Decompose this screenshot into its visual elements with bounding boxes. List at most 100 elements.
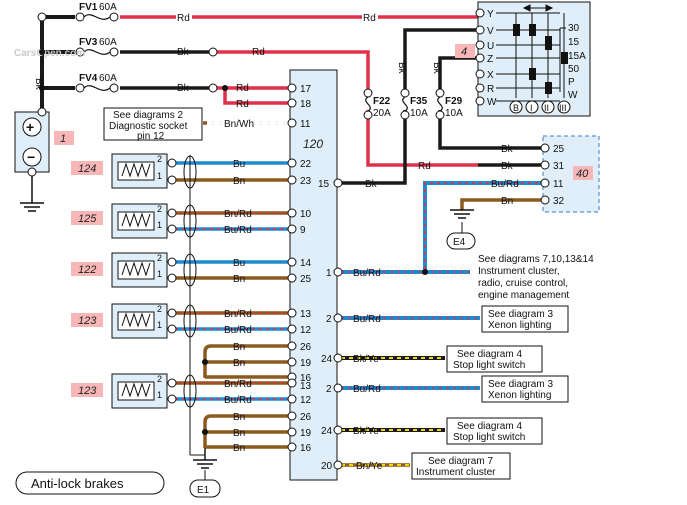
note2-line2: Xenon lighting (488, 320, 551, 331)
mod-pin-24b: 24 (321, 426, 333, 437)
fuse-f22-label: F22 (373, 96, 391, 107)
note3-line2: Stop light switch (453, 360, 525, 371)
ignition-switch: 4 Y V U Z X R W (455, 1, 591, 117)
ign-pos-iii: III (559, 103, 567, 113)
mod-pin-19a: 19 (300, 358, 312, 369)
sensor-124-pin2: 2 (157, 154, 162, 164)
note4-line1: See diagram 3 (488, 379, 553, 390)
wire-label-bk-25: Bk (501, 144, 514, 155)
wire-label-rd-18: Rd (236, 99, 249, 110)
note1-line3: radio, cruise control, (478, 278, 568, 289)
fuse-fv1-label: FV1 (79, 2, 98, 13)
mod-pin-26a: 26 (300, 342, 312, 353)
fuse-fv3-label: FV3 (79, 37, 98, 48)
module-right-pins: 15 1 2 24 2 24 20 (318, 178, 343, 472)
wire-label-bnwh: Bn/Wh (224, 119, 254, 130)
wire-label-bkye-24b: Bk/Ye (353, 426, 379, 437)
conn40-pin-31: 31 (553, 161, 565, 172)
ign-row-x: X (487, 70, 494, 81)
wire-label-bk-battery: Bk (33, 78, 44, 91)
fuse-f22: F22 20A (363, 88, 391, 120)
note-stop-light-b: See diagram 4 Stop light switch (446, 417, 543, 445)
note-xenon-a: See diagram 3 Xenon lighting (481, 305, 569, 333)
fuse-fv1-rating: 60A (99, 2, 117, 13)
ign-pos-b: B (513, 103, 519, 113)
mod-pin-2b: 2 (326, 384, 332, 395)
ignition-switch-ref: 4 (461, 46, 467, 58)
wire-label-bk-f35: Bk (396, 62, 407, 75)
sensor-123-b: 123 2 1 (71, 373, 177, 409)
module-left-pins: 17 18 11 22 23 10 9 14 25 13 12 26 19 16… (287, 83, 312, 454)
fuses: FV1 60A FV3 60A FV4 60A F22 20A (75, 2, 463, 120)
sensor-124-pin1: 1 (157, 171, 162, 181)
wire-label-bkye-24a: Bk/Ye (353, 354, 379, 365)
sensor-123a-pin2: 2 (157, 304, 162, 314)
wire-label-rd-17: Rd (236, 83, 249, 94)
mod-pin-19b: 19 (300, 428, 312, 439)
ign-pin-50: 50 (568, 64, 580, 75)
junction-dots (39, 47, 428, 435)
wire-label-bn-23: Bn (233, 176, 245, 187)
ign-row-v: V (487, 26, 494, 37)
fuse-f35: F35 10A (400, 88, 428, 120)
note4-line2: Xenon lighting (488, 390, 551, 401)
diag-socket-note: See diagrams 2 Diagnostic socket pin 12 (103, 107, 203, 142)
ign-pin-15a: 15A (568, 51, 586, 62)
connector-40: 40 25 31 11 32 (540, 135, 600, 213)
note6-line2: Instrument cluster (416, 467, 496, 478)
abs-module: 120 17 18 11 22 23 10 9 14 25 13 12 26 1… (287, 69, 343, 481)
note-instrument-cluster-radio: See diagrams 7,10,13&14 Instrument clust… (478, 254, 594, 301)
wire-label-bnrd-13a: Bn/Rd (224, 309, 252, 320)
conn40-pin-25: 25 (553, 144, 565, 155)
ign-pin-p: P (568, 77, 575, 88)
wire-label-bn-19a: Bn (233, 358, 245, 369)
wire-label-burd-9: Bu/Rd (224, 225, 252, 236)
note5-line1: See diagram 4 (457, 421, 522, 432)
mod-pin-17: 17 (300, 84, 312, 95)
ign-pin-w: W (568, 90, 578, 101)
ignition-right-pins: 30 15 15A 50 P W (560, 23, 586, 101)
sensor-123b-pin2: 2 (157, 374, 162, 384)
note1-line4: engine management (478, 290, 569, 301)
sensor-124: 124 2 1 (71, 153, 177, 189)
note-xenon-b: See diagram 3 Xenon lighting (481, 375, 569, 403)
sensor-122: 122 2 1 (71, 252, 177, 288)
sensor-125-pin2: 2 (157, 204, 162, 214)
wire-label-bu-22: Bu (233, 159, 245, 170)
fuse-f35-rating: 10A (410, 108, 428, 119)
wire-label-rd-fv3: Rd (252, 47, 265, 58)
mod-pin-24a: 24 (321, 354, 333, 365)
battery-plus-icon: + (26, 119, 34, 135)
wire-label-rd-40: Rd (418, 161, 431, 172)
sensor-125: 125 2 1 (71, 203, 177, 239)
fuse-f29: F29 10A (435, 88, 463, 120)
earth-e4-label: E4 (453, 237, 466, 248)
wire-labels: Rd Rd Bk Rd Bk Rd Rd Bn/Wh Bk Bk Bk Rd B… (33, 10, 519, 472)
wire-label-bk-fv4: Bk (177, 83, 190, 94)
fuse-fv4-label: FV4 (79, 73, 98, 84)
abs-module-ref: 120 (303, 137, 323, 151)
mod-pin-25: 25 (300, 274, 312, 285)
earth-e4: E4 (446, 209, 476, 250)
wire-label-bn-26b: Bn (233, 412, 245, 423)
diag-note-line3: pin 12 (137, 131, 165, 142)
wire-label-bn-16b: Bn (233, 443, 245, 454)
mod-pin-26b: 26 (300, 412, 312, 423)
wire-label-burd-12b: Bu/Rd (224, 395, 252, 406)
ign-pin-15: 15 (568, 37, 580, 48)
mod-pin-13b: 13 (300, 381, 312, 392)
mod-pin-10: 10 (300, 209, 312, 220)
wire-label-bn-32: Bn (501, 196, 513, 207)
wire-label-rd-top-1: Rd (177, 13, 190, 24)
note1-line1: See diagrams 7,10,13&14 (478, 254, 594, 265)
note1-line2: Instrument cluster, (478, 266, 560, 277)
mod-pin-20: 20 (321, 461, 333, 472)
note5-line2: Stop light switch (453, 432, 525, 443)
mod-pin-15: 15 (318, 179, 330, 190)
ignition-contacts (513, 24, 568, 94)
fuse-f35-label: F35 (410, 96, 428, 107)
sensor-123a-pin1: 1 (157, 320, 162, 330)
wire-label-burd-1: Bu/Rd (353, 268, 381, 279)
sensor-124-ref: 124 (78, 163, 96, 175)
ignition-internal (496, 4, 565, 102)
